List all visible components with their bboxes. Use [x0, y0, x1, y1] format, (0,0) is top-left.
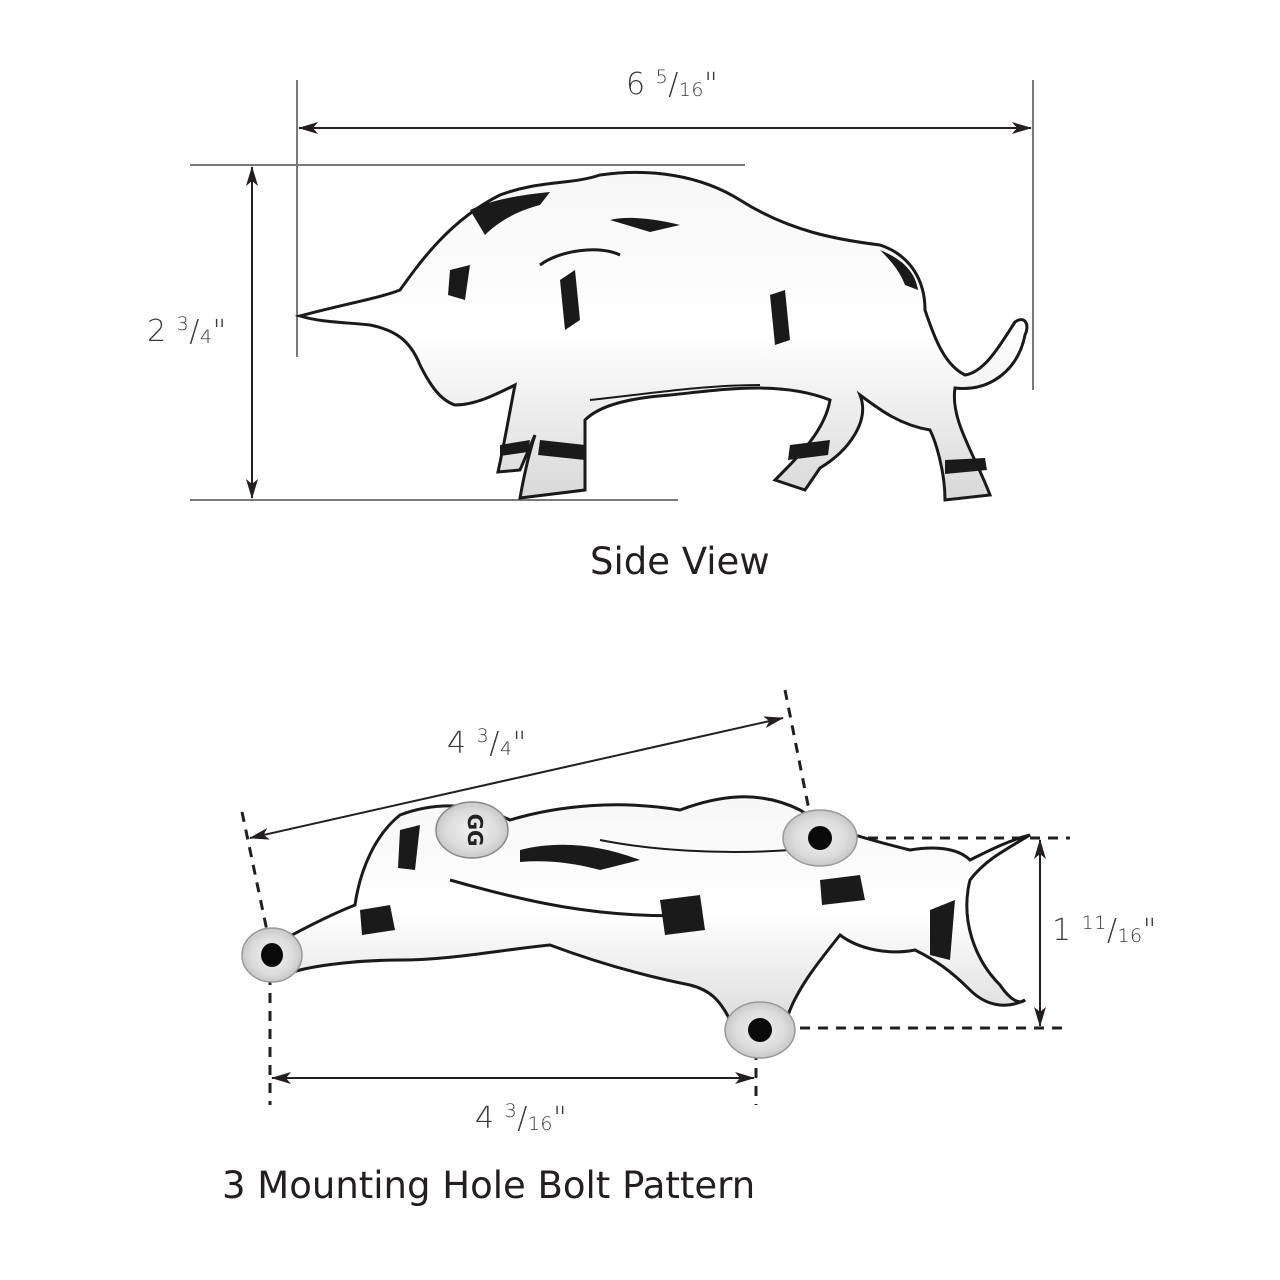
height-whole: 2	[147, 314, 167, 349]
base-numerator: 3	[504, 1100, 518, 1122]
side-view-extension-lines	[190, 80, 1034, 501]
diagonal-denominator: 4	[499, 738, 513, 760]
base-whole: 4	[475, 1101, 495, 1136]
height-unit: "	[212, 314, 227, 349]
height-denominator: 4	[199, 326, 213, 348]
width-denominator: 16	[1117, 925, 1143, 947]
base-unit: "	[553, 1101, 568, 1136]
bolt-diagonal-label: 4 3/4"	[447, 725, 527, 761]
diagonal-numerator: 3	[476, 725, 490, 747]
bolt-pattern-extension-lines	[240, 689, 1070, 1105]
bolt-pattern-title: 3 Mounting Hole Bolt Pattern	[222, 1164, 756, 1207]
length-unit: "	[704, 67, 719, 102]
side-view-dimension-arrows	[246, 122, 1032, 499]
bolt-width-label: 1 11/16"	[1052, 912, 1157, 948]
mounting-hole-left	[241, 927, 303, 983]
bull-side-view-image	[294, 170, 1029, 502]
height-numerator: 3	[176, 313, 190, 335]
base-denominator: 16	[527, 1113, 554, 1135]
bull-underside-image	[263, 795, 1031, 1036]
side-height-label: 2 3/4"	[147, 313, 227, 349]
length-denominator: 16	[678, 79, 705, 101]
mounting-hole-bottom-right	[724, 1001, 796, 1059]
length-numerator: 5	[655, 66, 669, 88]
bolt-base-label: 4 3/16"	[475, 1100, 568, 1136]
mounting-hole-top-right	[782, 809, 858, 867]
gg-stamp-text: GG	[463, 813, 487, 847]
diagonal-unit: "	[512, 726, 527, 761]
gg-stamp	[435, 801, 509, 859]
side-view-title: Side View	[590, 540, 770, 583]
length-whole: 6	[626, 67, 646, 102]
width-whole: 1	[1052, 913, 1072, 948]
side-length-label: 6 5/16"	[626, 66, 719, 102]
bolt-pattern-dimension-arrows	[249, 716, 1046, 1084]
width-unit: "	[1142, 913, 1157, 948]
width-numerator: 11	[1081, 912, 1107, 934]
diagonal-whole: 4	[447, 726, 467, 761]
